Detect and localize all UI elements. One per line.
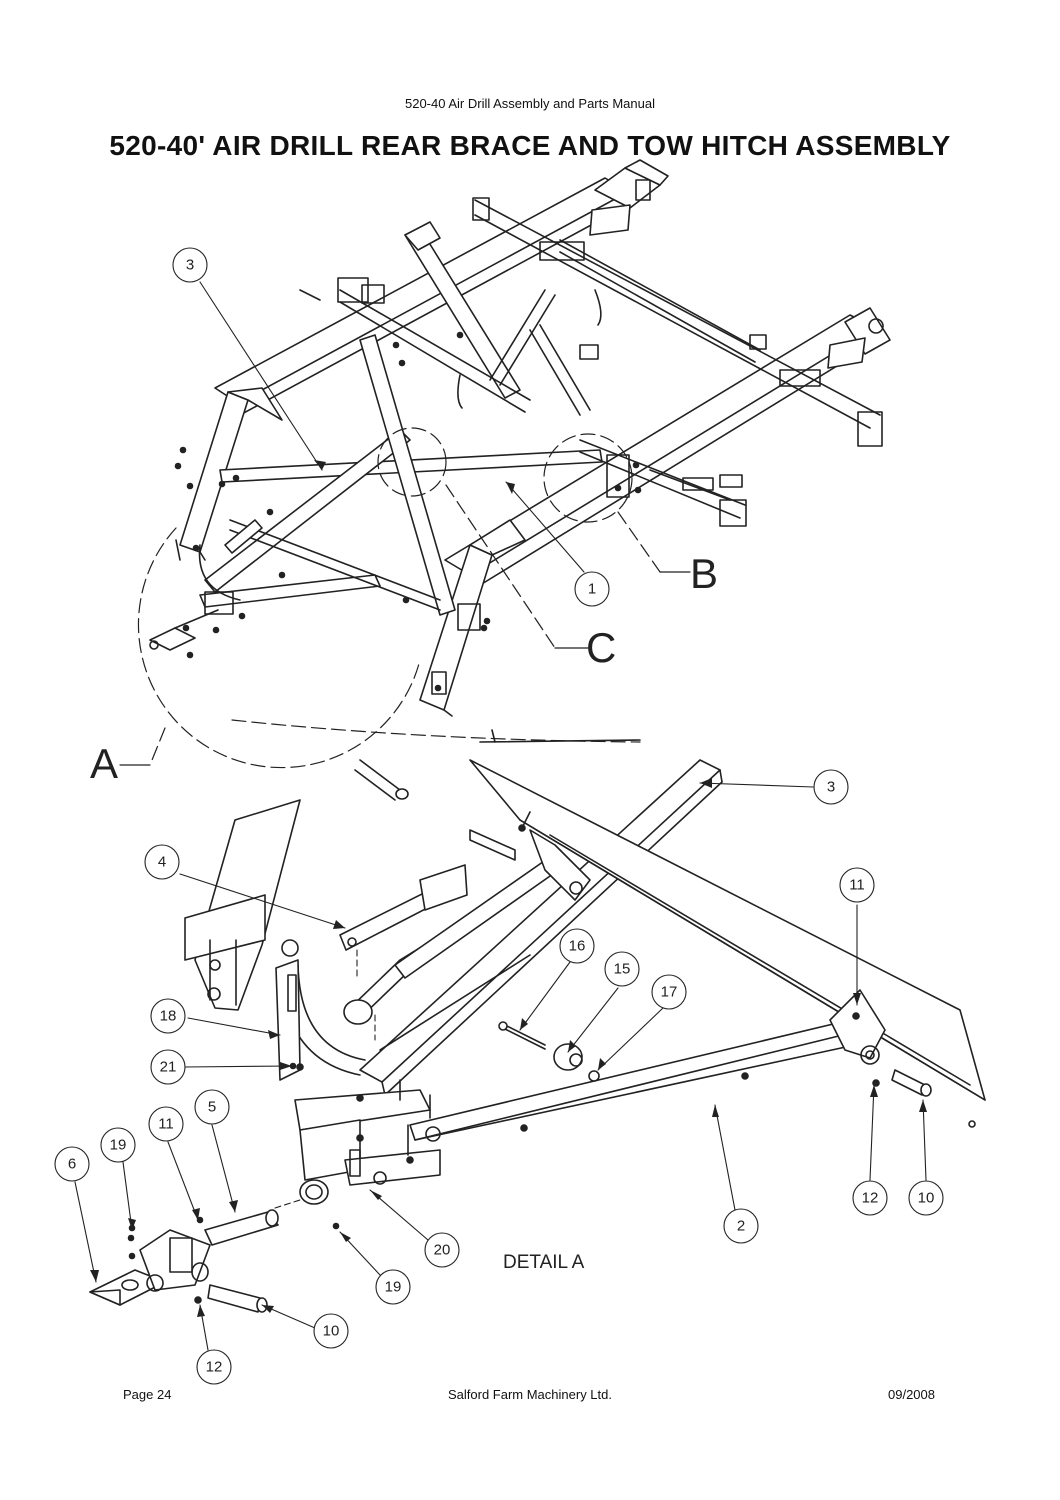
detail-a-assembly: [89, 729, 986, 1313]
balloon-19-left: 19: [110, 1137, 127, 1154]
view-label-b: B: [690, 550, 718, 597]
balloon-3-detail: 3: [827, 779, 835, 796]
balloon-16: 16: [569, 938, 586, 955]
balloon-2: 2: [737, 1218, 745, 1235]
view-label-a: A: [90, 740, 118, 787]
balloon-21: 21: [160, 1059, 177, 1076]
balloon-4: 4: [158, 854, 166, 871]
detail-a-label: DETAIL A: [503, 1252, 585, 1273]
company-name: Salford Farm Machinery Ltd.: [447, 1387, 612, 1402]
balloon-5: 5: [208, 1099, 216, 1116]
balloon-20: 20: [434, 1242, 451, 1259]
page-number: Page 24: [123, 1387, 172, 1402]
view-label-c: C: [586, 624, 616, 671]
revision-date: 09/2008: [888, 1387, 935, 1402]
balloon-10-left: 10: [323, 1323, 340, 1340]
balloon-10-right: 10: [918, 1190, 935, 1207]
balloon-17: 17: [661, 984, 678, 1001]
frame-assembly: [149, 159, 891, 717]
balloon-6: 6: [68, 1156, 76, 1173]
balloon-19-bottom: 19: [385, 1279, 402, 1296]
balloon-15: 15: [614, 961, 631, 978]
balloon-11-left: 11: [158, 1116, 174, 1133]
page-title: 520-40' AIR DRILL REAR BRACE AND TOW HIT…: [109, 130, 951, 161]
balloon-12-left: 12: [206, 1359, 223, 1376]
balloon-3-top: 3: [186, 257, 194, 274]
balloon-18: 18: [160, 1008, 177, 1025]
balloon-11-right: 11: [849, 877, 865, 894]
balloon-12-right: 12: [862, 1190, 879, 1207]
balloon-1-top: 1: [588, 581, 596, 598]
manual-header: 520-40 Air Drill Assembly and Parts Manu…: [404, 96, 655, 111]
leader-lines: [74, 281, 927, 1351]
